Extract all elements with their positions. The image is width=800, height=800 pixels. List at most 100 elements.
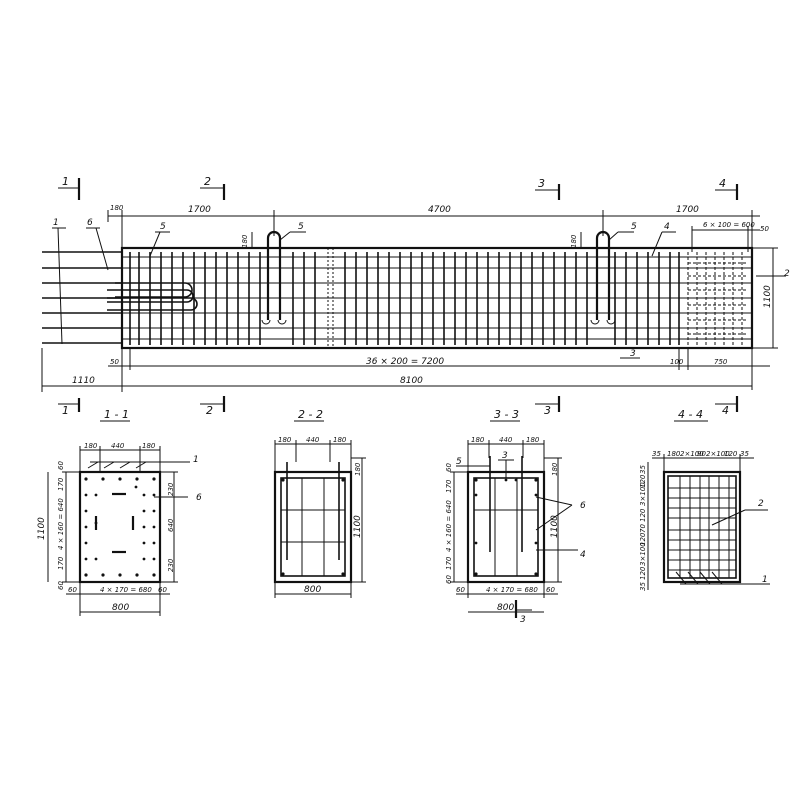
- s3-dim-180-right: 180: [526, 436, 540, 444]
- s2-dim-440: 440: [306, 436, 320, 444]
- dim-loop-180-left: 180: [241, 234, 249, 248]
- s3-dim-800: 800: [497, 603, 514, 613]
- lifting-loop-right: [595, 230, 611, 320]
- s1-callout-6: 6: [196, 493, 202, 503]
- cut-marker-1-top: 1: [62, 175, 69, 188]
- s3-dim-1100: 1100: [550, 515, 560, 538]
- dim-side-1100: 1100: [763, 285, 773, 308]
- s3-callout-3-top: 3: [502, 451, 508, 461]
- s1-callout-1: 1: [193, 455, 199, 465]
- section-3-outline: [466, 470, 546, 584]
- section-4-4-title: 4 - 4: [678, 408, 703, 421]
- section-2-2-title: 2 - 2: [298, 408, 323, 421]
- cut-marker-2-top: 2: [204, 175, 211, 188]
- callout-5-loop-left: 5: [298, 222, 304, 232]
- s1-dim-170-top: 170: [57, 477, 65, 491]
- section-2-2: 2 - 2 180 440 180 180 1100 800: [273, 408, 366, 598]
- callout-2: 2: [784, 269, 790, 279]
- s3-callout-4: 4: [580, 550, 586, 560]
- s2-dim-800: 800: [304, 585, 321, 595]
- section-4-mesh-frame: [667, 475, 737, 579]
- s4-dim-180: 180: [667, 450, 681, 458]
- dim-bottom-750: 750: [714, 358, 728, 366]
- hairpin-bar-upper: [107, 289, 194, 303]
- dim-bottom-1110: 1110: [72, 376, 95, 386]
- s1-dim-230-bottom: 230: [167, 558, 175, 572]
- hairpin-bar-top: [115, 282, 193, 298]
- s4-dim-v-120-c: 120: [639, 532, 647, 546]
- s4-dim-2x100-a: 2×100: [680, 450, 704, 458]
- section-1-1: 1 - 1 180 440 180 60 170 4 × 160 = 640 1…: [37, 408, 202, 616]
- s4-dim-120: 120: [724, 450, 738, 458]
- s2-dim-180-side: 180: [354, 462, 362, 476]
- s4-dim-v-120-d: 120: [639, 566, 647, 580]
- callout-5-left: 5: [160, 222, 166, 232]
- cut-marker-3-top: 3: [538, 177, 545, 190]
- s3-dim-4x170: 4 × 170 = 680: [486, 586, 538, 594]
- section-4-outline: [662, 470, 742, 584]
- s1-dim-4x160: 4 × 160 = 640: [57, 498, 65, 550]
- s4-dim-v-3x100-b: 3×100: [639, 542, 647, 566]
- section-3-3: 3 - 3 180 440 180 60 170 4 × 160 = 640 6…: [445, 408, 586, 625]
- s4-dim-35-right: 35: [740, 450, 749, 458]
- s4-dim-v-35-bottom: 35: [639, 582, 647, 591]
- section-cut-markers: 1 1 2 2 3 3 4 4: [58, 175, 739, 417]
- dim-bottom-8100: 8100: [400, 376, 423, 386]
- section-3-3-title: 3 - 3: [494, 408, 519, 421]
- section-4-mesh: [668, 476, 736, 578]
- s3-dim-4x160: 4 × 160 = 640: [445, 500, 453, 552]
- s1-dim-180-left: 180: [84, 442, 98, 450]
- section-2-stirrup: [280, 477, 346, 577]
- s2-dim-1100: 1100: [353, 515, 363, 538]
- s1-dim-1100: 1100: [37, 517, 47, 540]
- s4-callout-1: 1: [762, 575, 768, 585]
- s3-dim-60-top: 60: [445, 463, 453, 472]
- callout-6: 6: [87, 218, 93, 228]
- s3-dim-440: 440: [499, 436, 513, 444]
- s1-dim-640: 640: [167, 518, 175, 532]
- s3-dim-60-right: 60: [546, 586, 555, 594]
- section-1-bars: [84, 477, 156, 577]
- s3-callout-3-bottom: 3: [520, 615, 526, 625]
- s4-dim-v-3x100-a: 3×100: [639, 482, 647, 506]
- dim-bottom-36x200: 36 × 200 = 7200: [366, 357, 444, 367]
- s3-callout-5: 5: [456, 457, 462, 467]
- s4-dim-90: 90: [697, 450, 706, 458]
- end-mesh-zone: [687, 252, 748, 345]
- s1-dim-170-bottom: 170: [57, 556, 65, 570]
- callout-3: 3: [630, 349, 636, 359]
- section-4-4: 4 - 4 35 180 2×100 90 2×100 12: [639, 408, 770, 591]
- cut-marker-2-bottom: 2: [206, 404, 213, 417]
- cut-marker-4-bottom: 4: [722, 404, 729, 417]
- dim-top-1700-left: 1700: [188, 205, 211, 215]
- dim-top-4700: 4700: [428, 205, 451, 215]
- section-3-stirrup: [473, 477, 539, 577]
- s3-dim-180-left: 180: [471, 436, 485, 444]
- s3-dim-60-left: 60: [456, 586, 465, 594]
- cut-marker-3-bottom: 3: [544, 404, 551, 417]
- callout-5-right: 5: [631, 222, 637, 232]
- s2-dim-180-right: 180: [333, 436, 347, 444]
- s1-dim-60-right: 60: [158, 586, 167, 594]
- s1-dim-230-top: 230: [167, 482, 175, 496]
- cut-marker-4-top: 4: [719, 177, 726, 190]
- s1-dim-180-right: 180: [142, 442, 156, 450]
- s4-dim-35-left: 35: [652, 450, 661, 458]
- s1-dim-60-top: 60: [57, 461, 65, 470]
- dim-top-6x100: 6 × 100 = 600: [703, 221, 755, 229]
- s3-dim-170-top: 170: [445, 479, 453, 493]
- s4-dim-v-120-b: 120: [639, 508, 647, 522]
- s4-dim-2x100-b: 2×100: [706, 450, 730, 458]
- s1-dim-60-bottom: 60: [57, 581, 65, 590]
- s4-dim-v-70: 70: [639, 524, 647, 533]
- cut-marker-1-bottom: 1: [62, 404, 69, 417]
- s2-dim-180-left: 180: [278, 436, 292, 444]
- stirrups-middle: [344, 252, 680, 345]
- s4-dim-v-120-a: 120: [639, 474, 647, 488]
- s3-dim-180-side: 180: [551, 462, 559, 476]
- hairpin-bar-lower: [107, 297, 198, 311]
- elevation-callouts: 1 6 5 5 5 4 2 3: [52, 218, 790, 359]
- callout-1: 1: [53, 218, 59, 228]
- s3-dim-170-bottom: 170: [445, 556, 453, 570]
- lifting-loop-left: [266, 230, 282, 320]
